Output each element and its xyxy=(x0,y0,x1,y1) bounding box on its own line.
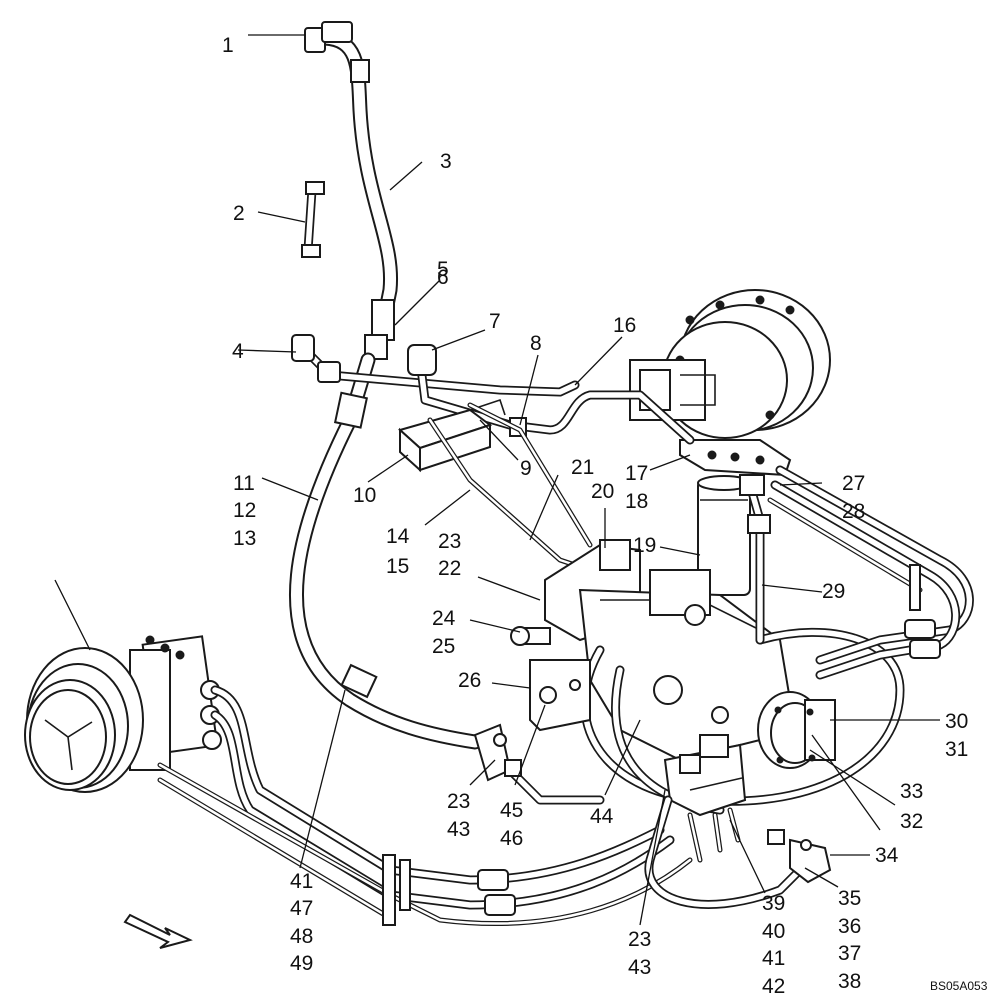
direction-arrow-icon xyxy=(123,913,193,949)
callout-9: 9 xyxy=(520,457,532,480)
callout-41: 41 xyxy=(762,947,785,970)
callout-43: 43 xyxy=(447,818,470,841)
callout-46: 46 xyxy=(500,827,523,850)
callout-42: 42 xyxy=(762,975,785,998)
elbow-fitting-3 xyxy=(304,21,353,53)
tube-9 xyxy=(467,402,593,548)
tube-assembly-16 xyxy=(407,344,695,445)
callout-31: 31 xyxy=(945,738,968,761)
callout-7: 7 xyxy=(489,310,501,333)
callout-35: 35 xyxy=(838,887,861,910)
callout-8: 8 xyxy=(530,332,542,355)
callout-40: 40 xyxy=(762,920,785,943)
drawing-code: BS05A053 xyxy=(930,979,988,993)
callout-11: 11 xyxy=(233,472,255,495)
left-drive-motor xyxy=(24,635,222,793)
block-10 xyxy=(397,398,506,473)
bracket-26 xyxy=(529,659,591,732)
callout-30: 30 xyxy=(945,710,968,733)
callout-4: 4 xyxy=(232,340,244,363)
callout-12: 12 xyxy=(233,499,256,522)
callout-39: 39 xyxy=(762,892,785,915)
callout-21: 21 xyxy=(571,456,594,479)
hose-11 xyxy=(289,352,483,750)
callout-22: 22 xyxy=(438,557,461,580)
callout-49: 49 xyxy=(290,952,313,975)
callout-38: 38 xyxy=(838,970,861,993)
callout-17: 17 xyxy=(625,462,648,485)
tube-bundle-right xyxy=(767,465,974,680)
callout-44: 44 xyxy=(590,805,614,828)
callout-37: 37 xyxy=(838,942,861,965)
pump-assembly xyxy=(510,539,792,762)
callout-25: 25 xyxy=(432,635,455,658)
callout-19: 19 xyxy=(633,534,656,557)
callout-32: 32 xyxy=(900,810,923,833)
callout-26: 26 xyxy=(458,669,481,692)
callout-36: 36 xyxy=(838,915,861,938)
callout-47: 47 xyxy=(290,897,313,920)
callout-13: 13 xyxy=(233,527,256,550)
callout-27: 27 xyxy=(842,472,865,495)
callout-14: 14 xyxy=(386,525,410,548)
callout-3: 3 xyxy=(440,150,452,173)
callout-1: 1 xyxy=(222,34,234,57)
callout-45: 45 xyxy=(500,799,523,822)
callout-24: 24 xyxy=(432,607,456,630)
callout-20: 20 xyxy=(591,480,614,503)
callout-43: 43 xyxy=(628,956,651,979)
callout-33: 33 xyxy=(900,780,923,803)
callout-5: 5 xyxy=(437,258,449,281)
hose-4 xyxy=(317,30,399,360)
block-35 xyxy=(767,829,832,884)
right-drive-motor xyxy=(629,289,831,439)
hose-45 xyxy=(504,759,605,805)
callout-28: 28 xyxy=(842,500,865,523)
callout-48: 48 xyxy=(290,925,313,948)
callout-16: 16 xyxy=(613,314,636,337)
tube-bundle-bottom xyxy=(157,685,693,927)
hose-lower-23 xyxy=(644,795,805,909)
motor-30 xyxy=(757,691,836,769)
link-fitting-2 xyxy=(301,181,325,258)
tube-27 xyxy=(739,474,771,645)
callout-15: 15 xyxy=(386,555,409,578)
callout-41: 41 xyxy=(290,870,313,893)
callout-10: 10 xyxy=(353,484,376,507)
manifold-bracket xyxy=(679,439,792,477)
callout-23: 23 xyxy=(628,928,651,951)
callout-23: 23 xyxy=(447,790,470,813)
tube-assembly-5 xyxy=(291,334,580,397)
callout-34: 34 xyxy=(875,844,899,867)
callout-29: 29 xyxy=(822,580,845,603)
callout-6: 6 xyxy=(437,266,449,289)
leader-lines xyxy=(54,34,940,926)
callout-18: 18 xyxy=(625,490,648,513)
callout-23: 23 xyxy=(438,530,461,553)
callout-2: 2 xyxy=(233,202,245,225)
